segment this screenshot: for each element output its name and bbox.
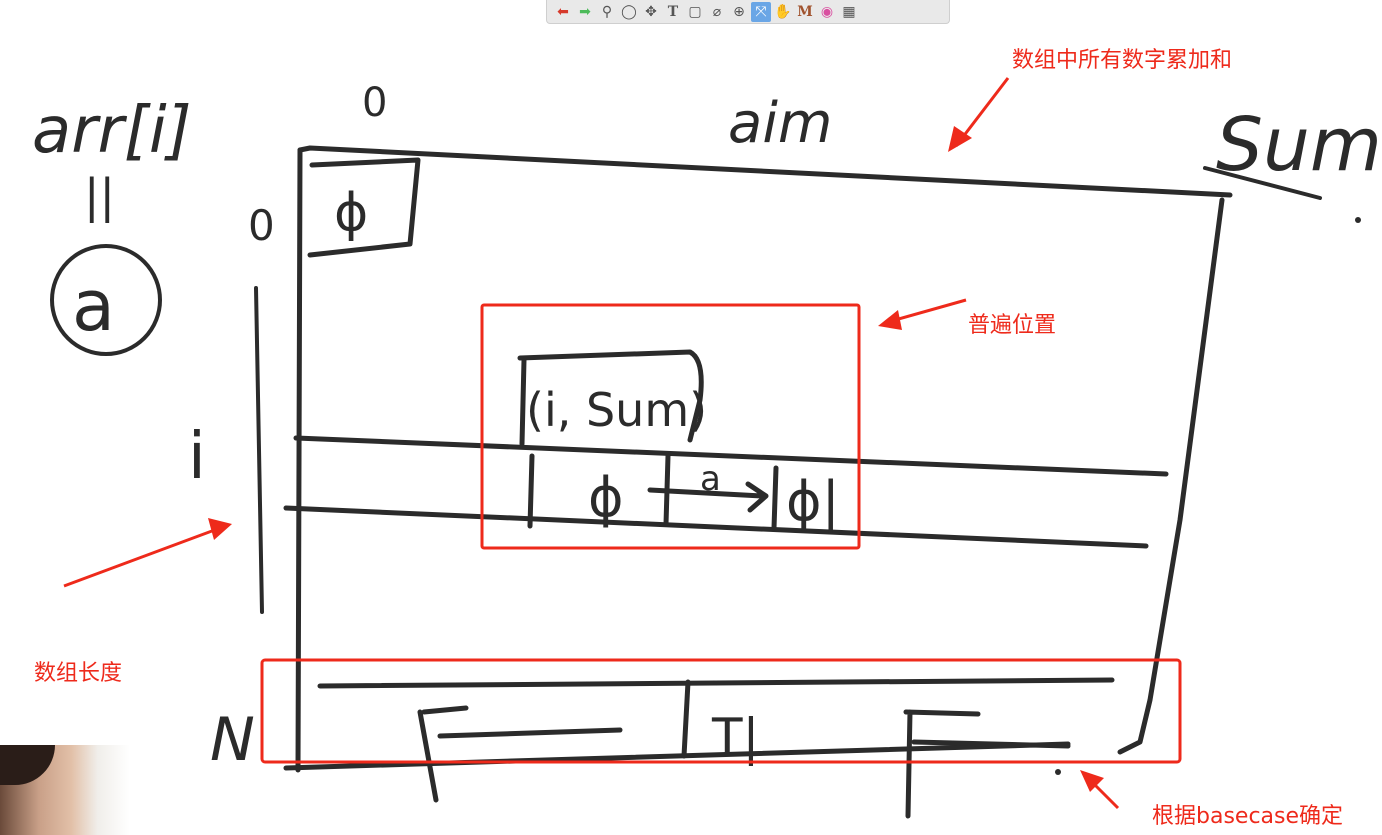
undo-arrow-icon[interactable]: ⬅	[557, 3, 569, 20]
globe-icon[interactable]: ⊕	[733, 3, 745, 20]
base-f-glyph-2	[903, 709, 981, 819]
start-cell-box	[307, 157, 421, 258]
text-tool-icon[interactable]: T	[667, 3, 679, 20]
marker-icon[interactable]: M	[797, 3, 813, 20]
base-f-glyph-1	[417, 705, 469, 803]
state-box-left	[519, 357, 527, 447]
base-divider	[681, 679, 691, 759]
dot-mark	[1355, 217, 1361, 223]
basecase-arrow-head	[1080, 770, 1104, 792]
length-bracket-line	[254, 286, 264, 614]
start-cell-value: ɸ	[334, 183, 368, 243]
base-dot	[1055, 769, 1061, 775]
lasso-icon[interactable]: ◯	[621, 3, 637, 20]
redo-arrow-icon[interactable]: ➡	[579, 3, 591, 20]
length-arrow-head	[208, 518, 232, 540]
general-position-note: 普遍位置	[968, 313, 1057, 338]
row-n-label: N	[210, 705, 255, 775]
general-position-box	[480, 303, 861, 550]
webcam-person	[0, 745, 55, 785]
base-t-label: T|	[711, 708, 759, 766]
row-n-top-line	[317, 677, 1115, 689]
eraser-icon[interactable]: ⌀	[712, 3, 722, 20]
state-box	[517, 349, 704, 443]
pan-hand-icon[interactable]: ✋	[774, 3, 792, 20]
row-cell-divider-1	[527, 453, 535, 529]
base-case-box	[260, 658, 1182, 764]
row-i-label: i	[188, 420, 206, 494]
shape-tool-icon[interactable]: ▢	[688, 3, 702, 20]
grid-icon[interactable]: ▦	[842, 3, 856, 20]
row-cell-phi-a: ɸ	[588, 466, 624, 529]
col-zero-label: 0	[362, 80, 387, 126]
state-label: (i, Sum)	[526, 383, 707, 437]
base-case-note: 根据basecase确定	[1152, 804, 1344, 829]
sum-arrow-head	[948, 126, 972, 152]
row-i-bottom-line	[283, 505, 1149, 549]
array-length-note: 数组长度	[34, 661, 123, 686]
general-arrow-head	[878, 310, 902, 330]
array-label: arr[i]	[32, 94, 192, 168]
col-aim-label: aim	[728, 91, 832, 156]
row-i-top-line	[293, 435, 1169, 477]
row-cell-divider-3	[771, 465, 779, 531]
select-icon[interactable]: ⤧	[751, 1, 771, 22]
move-icon[interactable]: ✥	[645, 3, 657, 20]
drawing-toolbar: ⬅ ➡ ⚲ ◯ ✥ T ▢ ⌀ ⊕ ⤧ ✋ M ◉ ▦	[546, 0, 950, 24]
total-sum-note: 数组中所有数字累加和	[1012, 48, 1233, 73]
sum-underline	[1203, 166, 1322, 200]
color-wheel-icon[interactable]: ◉	[820, 3, 834, 20]
webcam-thumbnail	[0, 745, 130, 835]
table-bottom-edge	[283, 741, 1071, 771]
row-zero-label: 0	[248, 201, 275, 250]
a-circle	[50, 244, 162, 356]
base-f-line-2	[911, 739, 1071, 749]
zoom-icon[interactable]: ⚲	[601, 3, 613, 20]
row-cell-phi-b: ɸ|	[786, 470, 840, 533]
table-left-edge	[295, 147, 303, 773]
col-sum-label: Sum	[1216, 102, 1382, 188]
table-top-edge	[297, 145, 1233, 198]
general-arrow-shaft	[887, 298, 967, 324]
transition-arrow	[647, 481, 769, 513]
a-label: a	[72, 265, 115, 347]
equals-sign: ||	[84, 169, 115, 224]
arrow-a-label: a	[700, 459, 721, 499]
table-right-edge	[1117, 197, 1225, 755]
length-arrow-shaft	[63, 526, 221, 588]
base-f-line-1	[437, 727, 623, 739]
